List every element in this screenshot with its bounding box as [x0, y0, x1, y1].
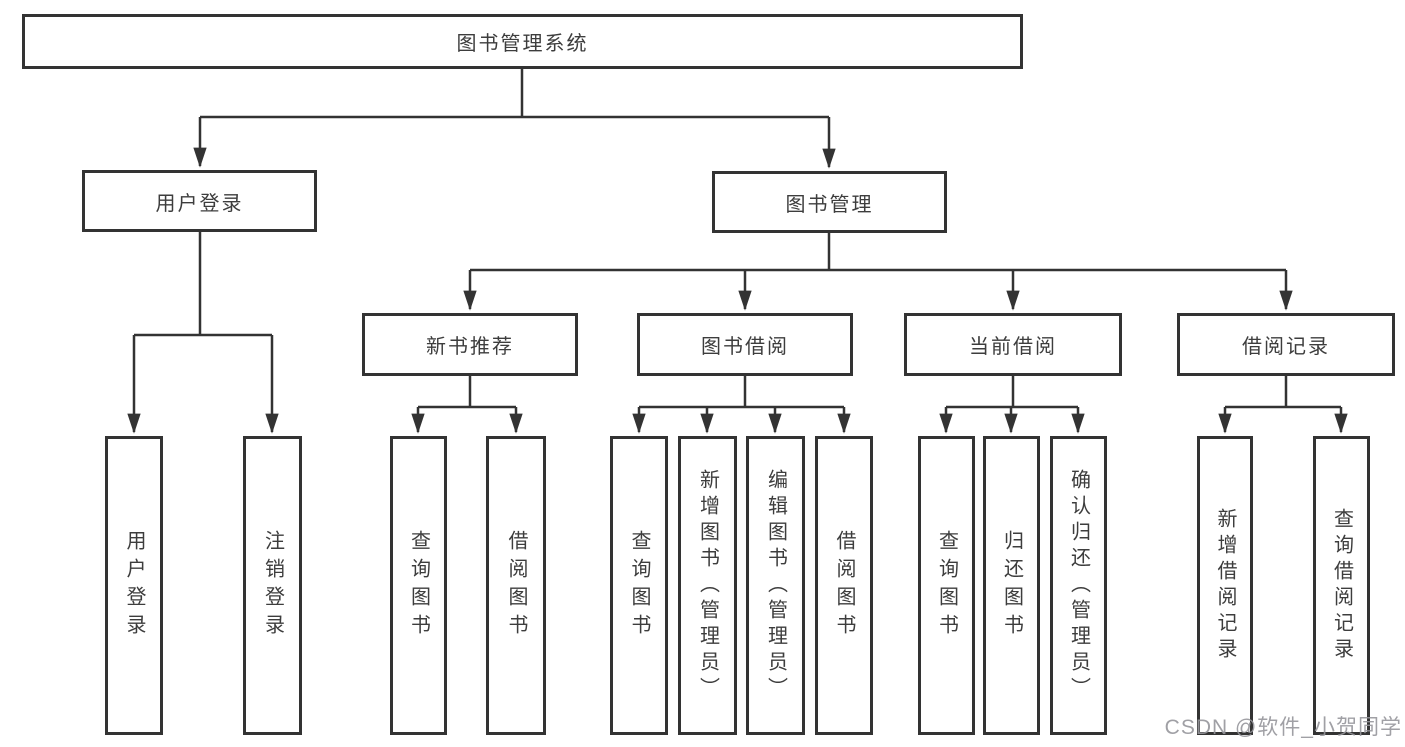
node-leaf-query-books-recommend-label: 查询图书 [407, 529, 430, 642]
node-leaf-return-books: 归还图书 [983, 436, 1040, 735]
node-leaf-query-borrow-record-label: 查询借阅记录 [1330, 507, 1353, 664]
node-leaf-borrow-books-label: 借阅图书 [833, 529, 855, 642]
node-new-book-recommend-label: 新书推荐 [426, 336, 514, 358]
node-leaf-borrow-books-recommend-label: 借阅图书 [505, 529, 527, 642]
node-root-label: 图书管理系统 [456, 33, 589, 55]
node-borrowing-records-label: 借阅记录 [1242, 336, 1330, 358]
node-leaf-logout: 注销登录 [243, 436, 302, 735]
node-current-borrowing: 当前借阅 [904, 313, 1122, 376]
node-book-borrowing-label: 图书借阅 [701, 336, 789, 358]
node-leaf-edit-books-admin: 编辑图书（管理员） [746, 436, 805, 735]
node-leaf-confirm-return-admin-label: 确认归还（管理员） [1067, 468, 1090, 703]
node-root-library-system: 图书管理系统 [22, 14, 1023, 69]
node-leaf-query-books-current: 查询图书 [918, 436, 975, 735]
node-leaf-return-books-label: 归还图书 [1000, 529, 1023, 642]
node-leaf-borrow-books-recommend: 借阅图书 [486, 436, 546, 735]
node-leaf-add-borrow-record: 新增借阅记录 [1197, 436, 1253, 735]
node-leaf-user-login-label: 用户登录 [123, 529, 145, 642]
node-leaf-add-books-admin: 新增图书（管理员） [678, 436, 737, 735]
node-leaf-query-books-current-label: 查询图书 [935, 529, 958, 642]
node-borrowing-records: 借阅记录 [1177, 313, 1395, 376]
node-leaf-add-books-admin-label: 新增图书（管理员） [696, 468, 719, 703]
node-book-management-label: 图书管理 [785, 193, 874, 216]
node-leaf-edit-books-admin-label: 编辑图书（管理员） [764, 468, 787, 703]
node-leaf-add-borrow-record-label: 新增借阅记录 [1214, 507, 1236, 664]
node-leaf-borrow-books: 借阅图书 [815, 436, 873, 735]
node-leaf-query-borrow-record: 查询借阅记录 [1313, 436, 1370, 735]
node-leaf-query-books-borrowing-label: 查询图书 [628, 529, 650, 642]
node-leaf-logout-label: 注销登录 [261, 529, 284, 642]
node-leaf-query-books-borrowing: 查询图书 [610, 436, 668, 735]
node-new-book-recommend: 新书推荐 [362, 313, 578, 376]
node-book-borrowing: 图书借阅 [637, 313, 853, 376]
csdn-watermark: CSDN @软件_小贺同学 [1164, 716, 1402, 739]
node-user-login-branch-label: 用户登录 [155, 192, 244, 215]
node-leaf-confirm-return-admin: 确认归还（管理员） [1050, 436, 1107, 735]
node-user-login-branch: 用户登录 [82, 170, 317, 232]
node-current-borrowing-label: 当前借阅 [969, 336, 1057, 358]
node-leaf-user-login: 用户登录 [105, 436, 163, 735]
node-book-management-branch: 图书管理 [712, 171, 947, 233]
node-leaf-query-books-recommend: 查询图书 [390, 436, 447, 735]
